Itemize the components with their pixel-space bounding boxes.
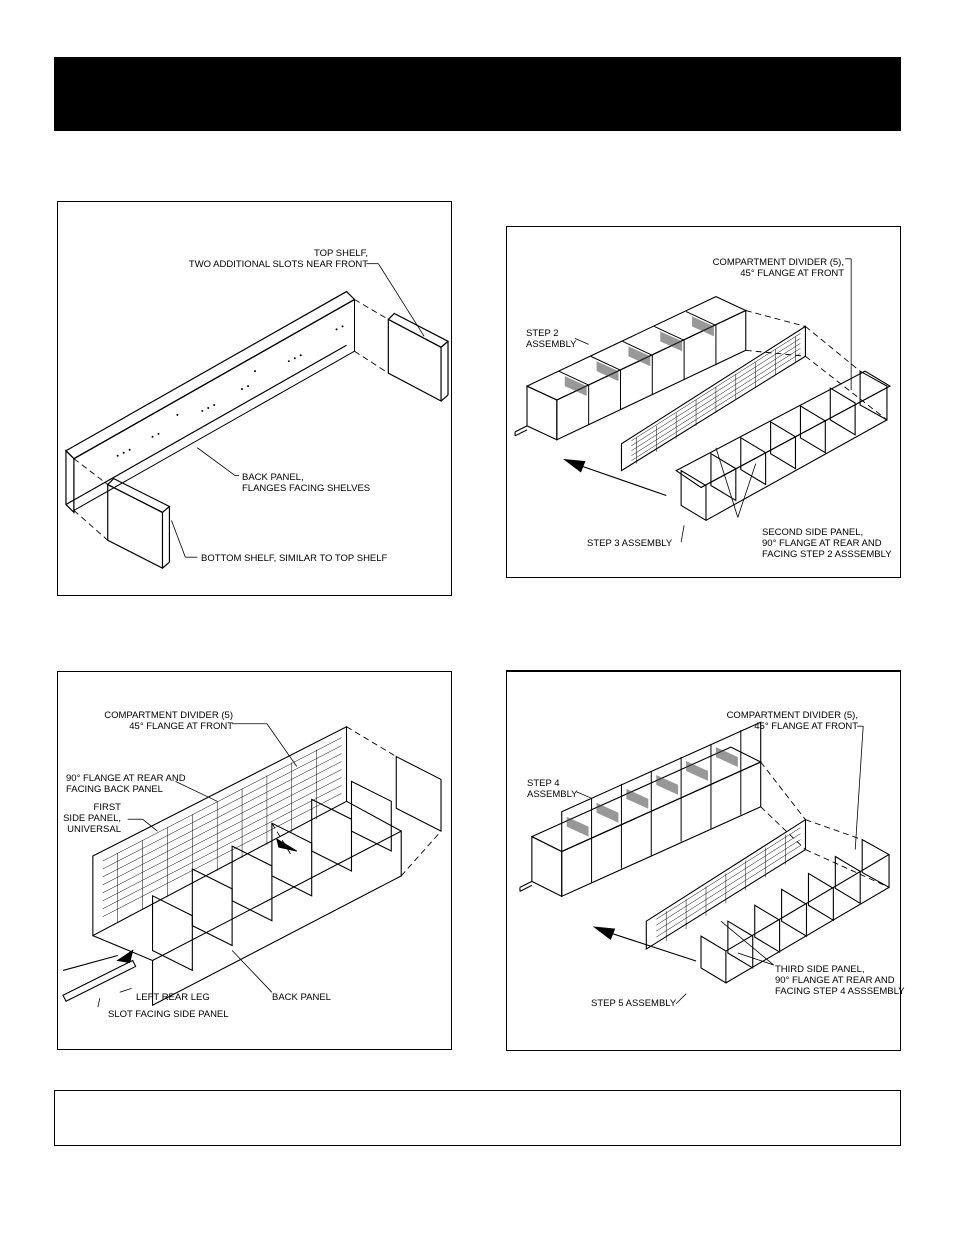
step3-assembly-label: STEP 3 ASSEMBLY [587, 538, 673, 549]
step3-drawing [514, 258, 892, 543]
first-side-panel-label: FIRST SIDE PANEL, UNIVERSAL [63, 802, 121, 835]
third-side-panel-label: THIRD SIDE PANEL, 90° FLANGE AT REAR AND… [775, 964, 905, 997]
divider-label: COMPARTMENT DIVIDER (5) 45° FLANGE AT FR… [104, 710, 233, 732]
bottom-shelf-label: BOTTOM SHELF, SIMILAR TO TOP SHELF [201, 553, 388, 564]
step2-assembly-label: STEP 2 ASSEMBLY [526, 328, 577, 350]
divider-label: COMPARTMENT DIVIDER (5), 45° FLANGE AT F… [712, 257, 844, 279]
step2-drawing [62, 723, 442, 1008]
top-shelf-label: TOP SHELF, TWO ADDITIONAL SLOTS NEAR FRO… [188, 248, 368, 270]
step4-diagram: COMPARTMENT DIVIDER (5), 45° FLANGE AT F… [506, 670, 905, 1051]
step1-diagram: TOP SHELF, TWO ADDITIONAL SLOTS NEAR FRO… [57, 201, 452, 596]
header-bar [54, 57, 901, 131]
step3-diagram: COMPARTMENT DIVIDER (5), 45° FLANGE AT F… [506, 226, 901, 578]
slot-facing-label: SLOT FACING SIDE PANEL [108, 1009, 229, 1020]
step4-assembly-label: STEP 4 ASSEMBLY [527, 778, 578, 800]
footer-note-box [54, 1090, 901, 1146]
back-panel-label: BACK PANEL, FLANGES FACING SHELVES [242, 472, 371, 494]
second-side-panel-label: SECOND SIDE PANEL, 90° FLANGE AT REAR AN… [762, 527, 892, 560]
rear-flange-label: 90° FLANGE AT REAR AND FACING BACK PANEL [66, 773, 186, 795]
step4-drawing [519, 721, 890, 1005]
step2-diagram: COMPARTMENT DIVIDER (5) 45° FLANGE AT FR… [57, 671, 452, 1050]
left-rear-leg-label: LEFT REAR LEG [136, 992, 210, 1003]
step1-drawing [64, 263, 450, 570]
back-panel-label: BACK PANEL [272, 992, 331, 1003]
step5-assembly-label: STEP 5 ASSEMBLY [591, 998, 677, 1009]
divider-label: COMPARTMENT DIVIDER (5), 45° FLANGE AT F… [726, 710, 858, 732]
